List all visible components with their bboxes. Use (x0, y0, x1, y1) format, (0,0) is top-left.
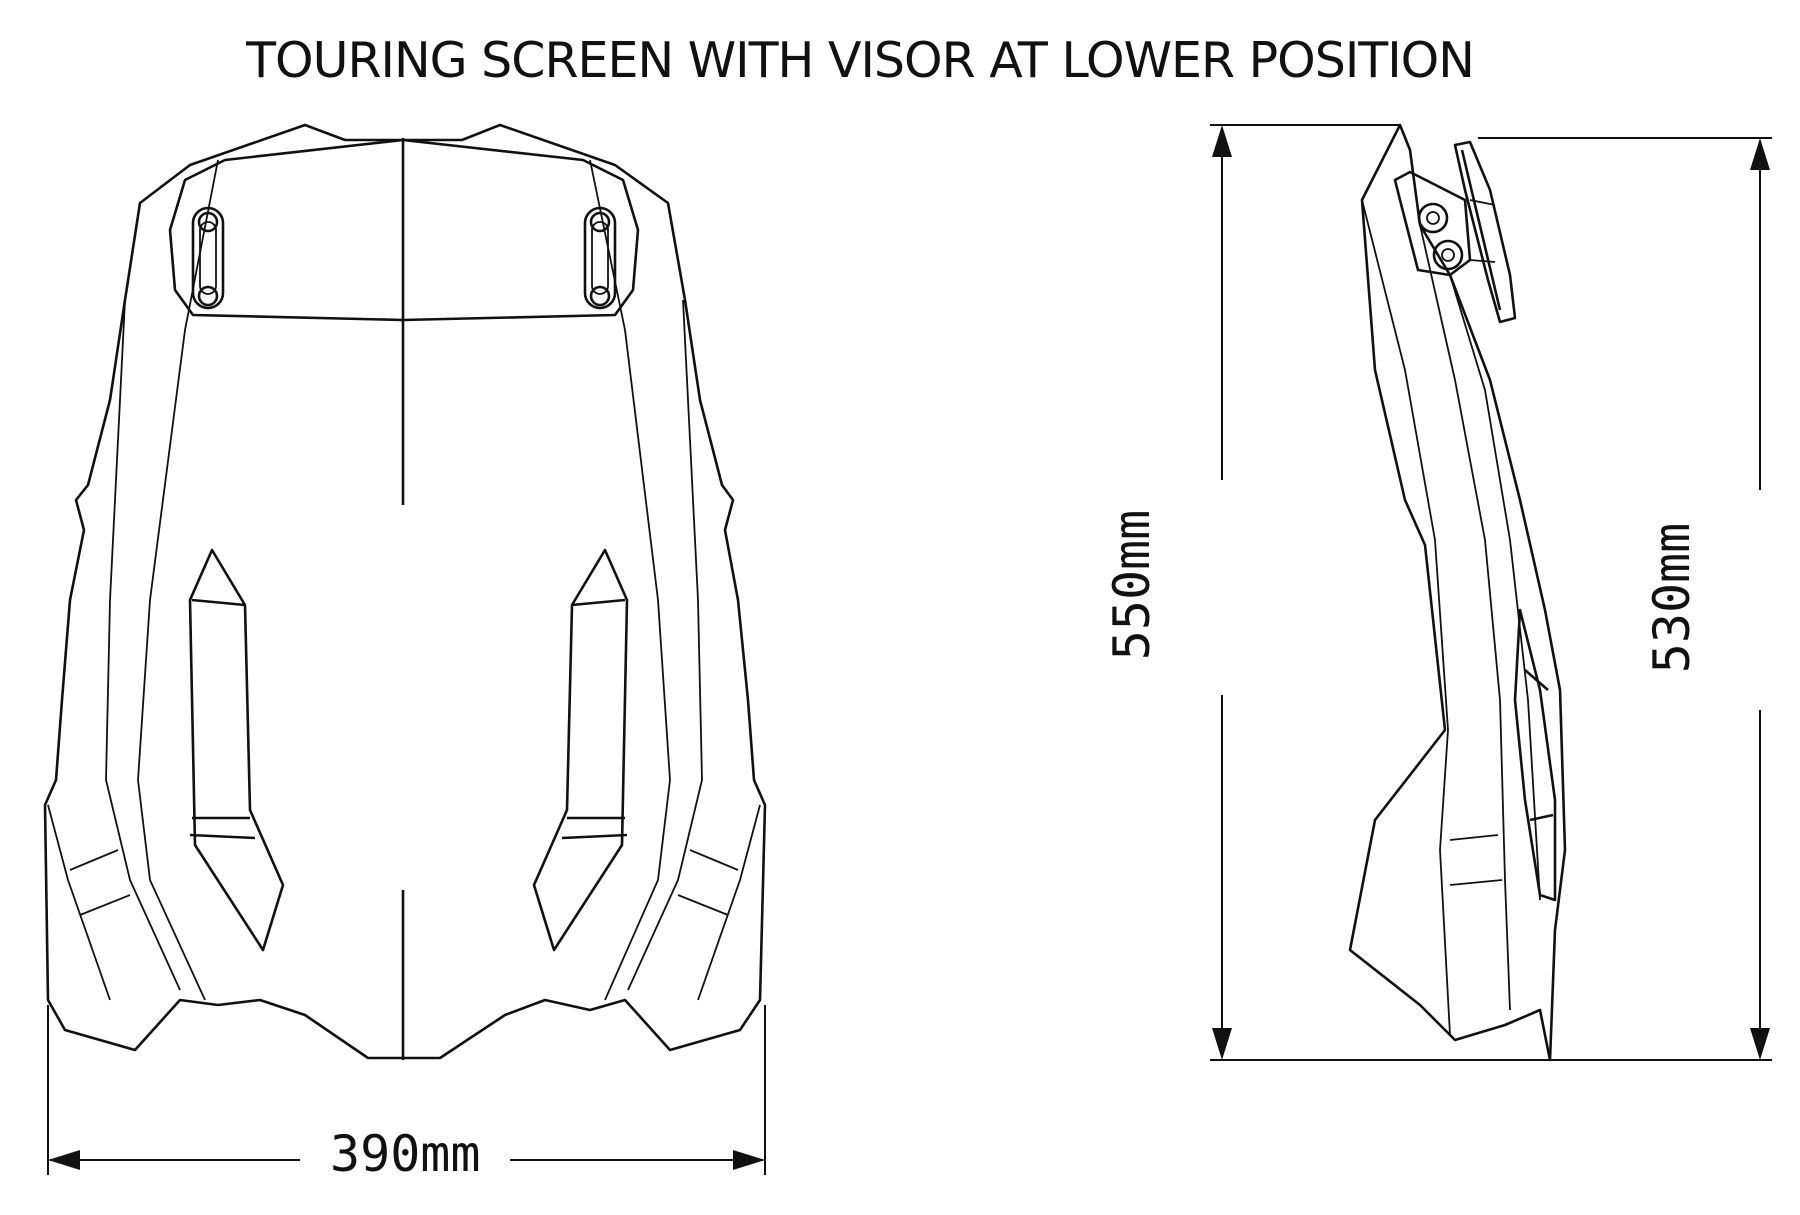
front-right-inner-line (589, 159, 671, 1001)
side-vent (1513, 608, 1557, 902)
side-overall-height-label: 550mm (1103, 503, 1161, 667)
side-screen-height-dimension (1478, 137, 1772, 1061)
side-inner-line-2 (1419, 224, 1511, 1011)
front-right-side-rib (627, 299, 703, 991)
side-inner-line-3 (1449, 274, 1541, 901)
front-left-vent (188, 548, 285, 952)
front-screen-outline (43, 123, 767, 1060)
side-screen-height-label: 530mm (1643, 516, 1701, 680)
front-left-side-rib (105, 299, 181, 991)
side-overall-height-dimension (1210, 124, 1550, 1061)
front-width-label: 390mm (324, 1125, 487, 1183)
front-left-lower-band (47, 804, 131, 1001)
side-lower-bands (1449, 834, 1503, 886)
side-view (1348, 123, 1567, 1062)
side-screen-outline (1348, 123, 1567, 1062)
front-left-visor-adjuster (191, 206, 225, 310)
side-visor (1453, 140, 1517, 324)
front-width-dimension (47, 1005, 766, 1175)
front-right-lower-band (677, 804, 761, 1001)
front-left-inner-line (137, 159, 219, 1001)
front-view (43, 123, 767, 1060)
side-inner-line-1 (1361, 199, 1451, 1036)
drawing-title: TOURING SCREEN WITH VISOR AT LOWER POSIT… (246, 32, 1475, 89)
front-right-visor-adjuster (583, 206, 617, 310)
side-visor-bracket (1393, 170, 1496, 277)
front-right-vent (532, 548, 629, 952)
